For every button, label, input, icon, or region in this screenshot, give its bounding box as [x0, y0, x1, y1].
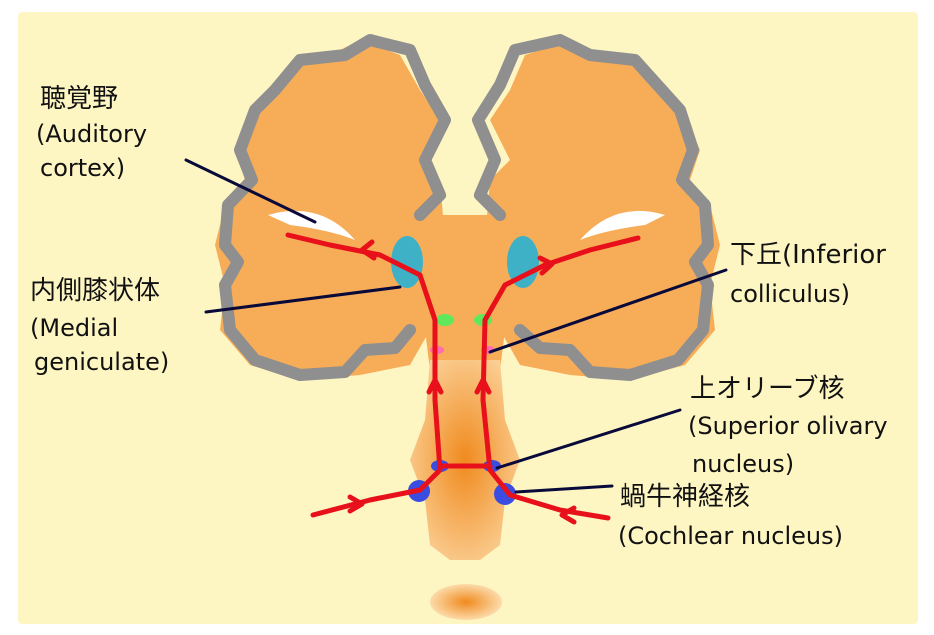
- label-superior-olivary-en-2: nucleus): [692, 452, 794, 476]
- label-superior-olivary-en-1: (Superior olivary: [688, 414, 888, 438]
- label-superior-olivary-jp: 上オリーブ核: [690, 376, 844, 402]
- label-inferior-colliculus-jp: 下丘(Inferior: [730, 242, 886, 268]
- label-auditory-cortex-jp: 聴覚野: [40, 86, 118, 112]
- brainstem: [410, 360, 520, 560]
- label-cochlear-nucleus-jp: 蝸牛神経核: [620, 484, 750, 510]
- label-medial-geniculate-jp: 内側膝状体: [30, 278, 160, 304]
- label-auditory-cortex-en-2: cortex): [40, 156, 125, 180]
- label-auditory-cortex-en-1: (Auditory: [36, 122, 147, 146]
- label-medial-geniculate-en-1: (Medial: [30, 316, 118, 340]
- spinal-base: [430, 584, 502, 620]
- leader-superior-olivary: [497, 410, 680, 468]
- label-cochlear-nucleus-en-1: (Cochlear nucleus): [618, 524, 843, 548]
- leader-cochlear-nucleus: [516, 486, 612, 492]
- left-inferior-colliculus: [436, 314, 454, 326]
- label-inferior-colliculus-en-2: colliculus): [730, 282, 850, 306]
- label-medial-geniculate-en-2: geniculate): [34, 350, 169, 374]
